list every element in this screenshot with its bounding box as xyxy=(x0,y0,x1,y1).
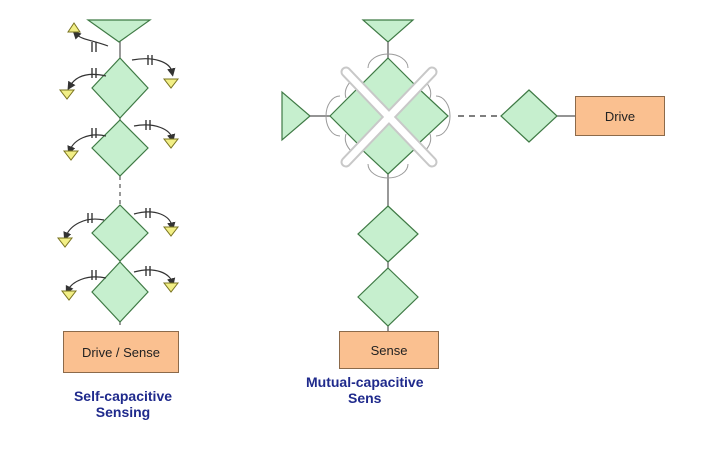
self-electrode-diamond xyxy=(91,57,149,119)
self-electrode-diamond xyxy=(91,261,149,323)
sense-electrode-diamond xyxy=(357,267,419,327)
mutual-caption-line2: Sens xyxy=(348,390,382,406)
drive-sense-box: Drive / Sense xyxy=(63,331,179,373)
capacitor-symbols xyxy=(87,42,153,280)
self-caption-line1: Self-capacitive xyxy=(73,388,173,404)
self-capacitive-column xyxy=(56,19,180,325)
ground-symbols xyxy=(56,22,180,301)
drive-electrode-diamond xyxy=(500,89,558,143)
mutual-caption-line1: Mutual-capacitive xyxy=(306,374,424,390)
self-electrode-diamond xyxy=(91,204,149,262)
sense-box: Sense xyxy=(339,331,439,369)
self-capacitive-caption: Self-capacitive Sensing xyxy=(56,388,190,420)
top-triangle-electrode xyxy=(361,19,415,43)
drive-box: Drive xyxy=(575,96,665,136)
drive-label: Drive xyxy=(604,108,636,124)
drive-sense-label: Drive / Sense xyxy=(81,344,161,360)
mutual-capacitive-caption: Mutual-capacitive Sens xyxy=(306,374,456,406)
mutual-capacitive-grid xyxy=(281,19,575,335)
top-triangle-electrode xyxy=(86,19,152,43)
coupling-arrows xyxy=(63,30,176,295)
sense-electrode-diamond xyxy=(357,205,419,263)
sense-label: Sense xyxy=(370,342,408,358)
self-electrode-diamond xyxy=(91,119,149,177)
self-caption-line2: Sensing xyxy=(95,404,151,420)
left-triangle-electrode xyxy=(281,90,311,142)
